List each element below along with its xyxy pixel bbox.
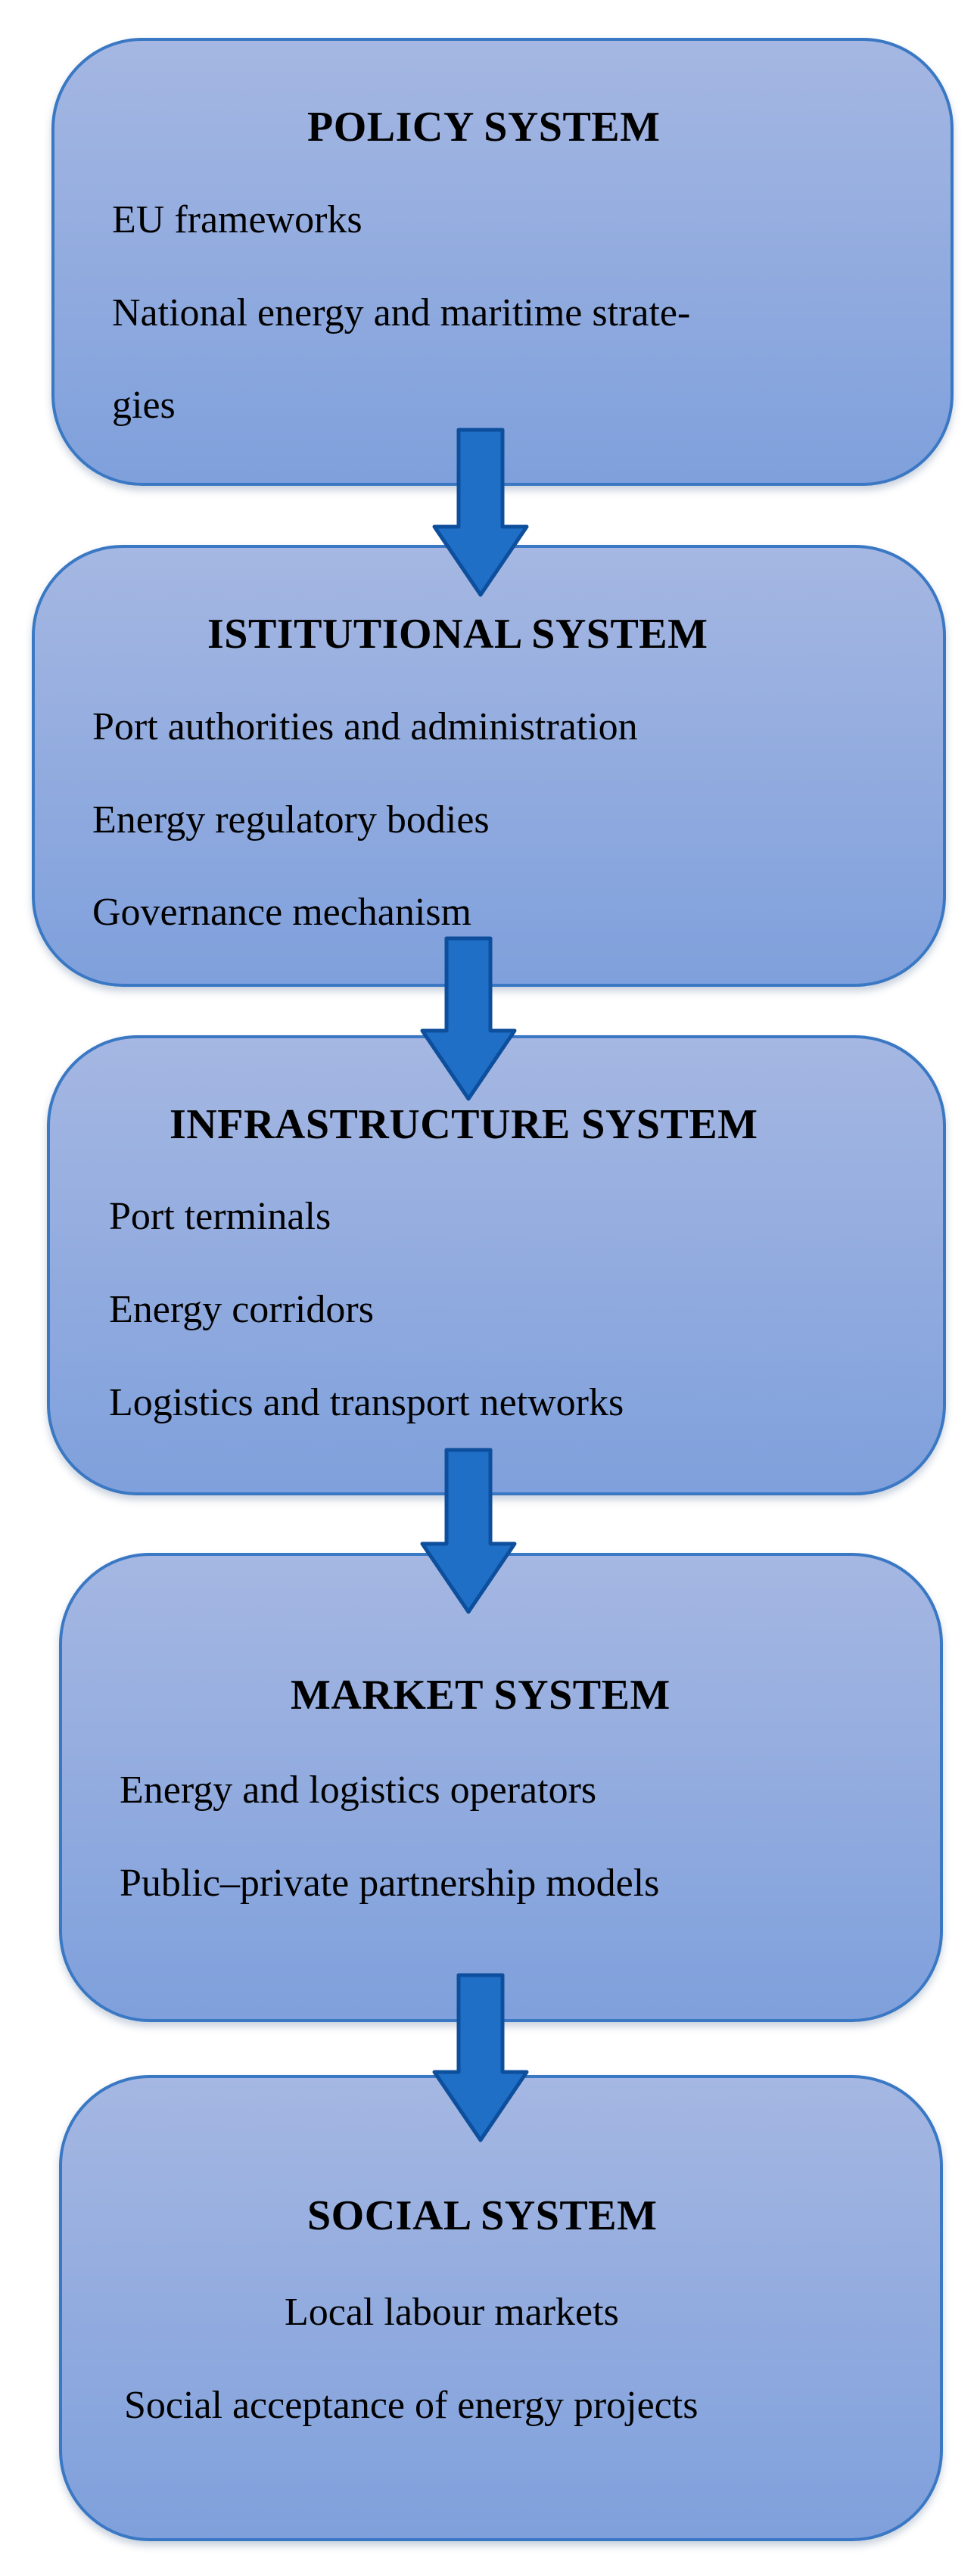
infrastructure-system-title: INFRASTRUCTURE SYSTEM [170, 1101, 758, 1148]
institutional-system-title: ISTITUTIONAL SYSTEM [207, 611, 708, 658]
institutional-item-governance: Governance mechanism [92, 891, 472, 934]
infrastructure-item-port-terminals: Port terminals [109, 1195, 331, 1238]
market-system-box [59, 1553, 943, 2022]
down-arrow-1 [432, 428, 529, 597]
market-item-operators: Energy and logistics operators [120, 1769, 597, 1812]
social-item-labour-markets: Local labour markets [285, 2291, 619, 2334]
policy-system-box [51, 38, 954, 486]
market-item-ppp-models: Public–private partnership models [120, 1862, 660, 1905]
down-arrow-3 [420, 1448, 517, 1614]
down-arrow-2 [420, 936, 517, 1101]
institutional-item-energy-regulators: Energy regulatory bodies [92, 798, 490, 842]
policy-item-national-strategies: National energy and maritime strate- [112, 291, 691, 334]
market-system-title: MARKET SYSTEM [291, 1672, 671, 1719]
infrastructure-system-box [47, 1035, 946, 1495]
infrastructure-item-energy-corridors: Energy corridors [109, 1288, 374, 1331]
social-system-title: SOCIAL SYSTEM [307, 2192, 658, 2239]
policy-system-title: POLICY SYSTEM [307, 104, 661, 151]
social-system-box [59, 2075, 943, 2541]
policy-item-eu-frameworks: EU frameworks [112, 198, 362, 241]
social-item-acceptance: Social acceptance of energy projects [124, 2384, 699, 2427]
policy-item-national-strategies-cont: gies [112, 384, 176, 427]
institutional-item-port-authorities: Port authorities and administration [92, 705, 638, 748]
institutional-system-box [32, 545, 946, 987]
down-arrow-4 [432, 1973, 529, 2142]
infrastructure-item-logistics-networks: Logistics and transport networks [109, 1381, 624, 1424]
